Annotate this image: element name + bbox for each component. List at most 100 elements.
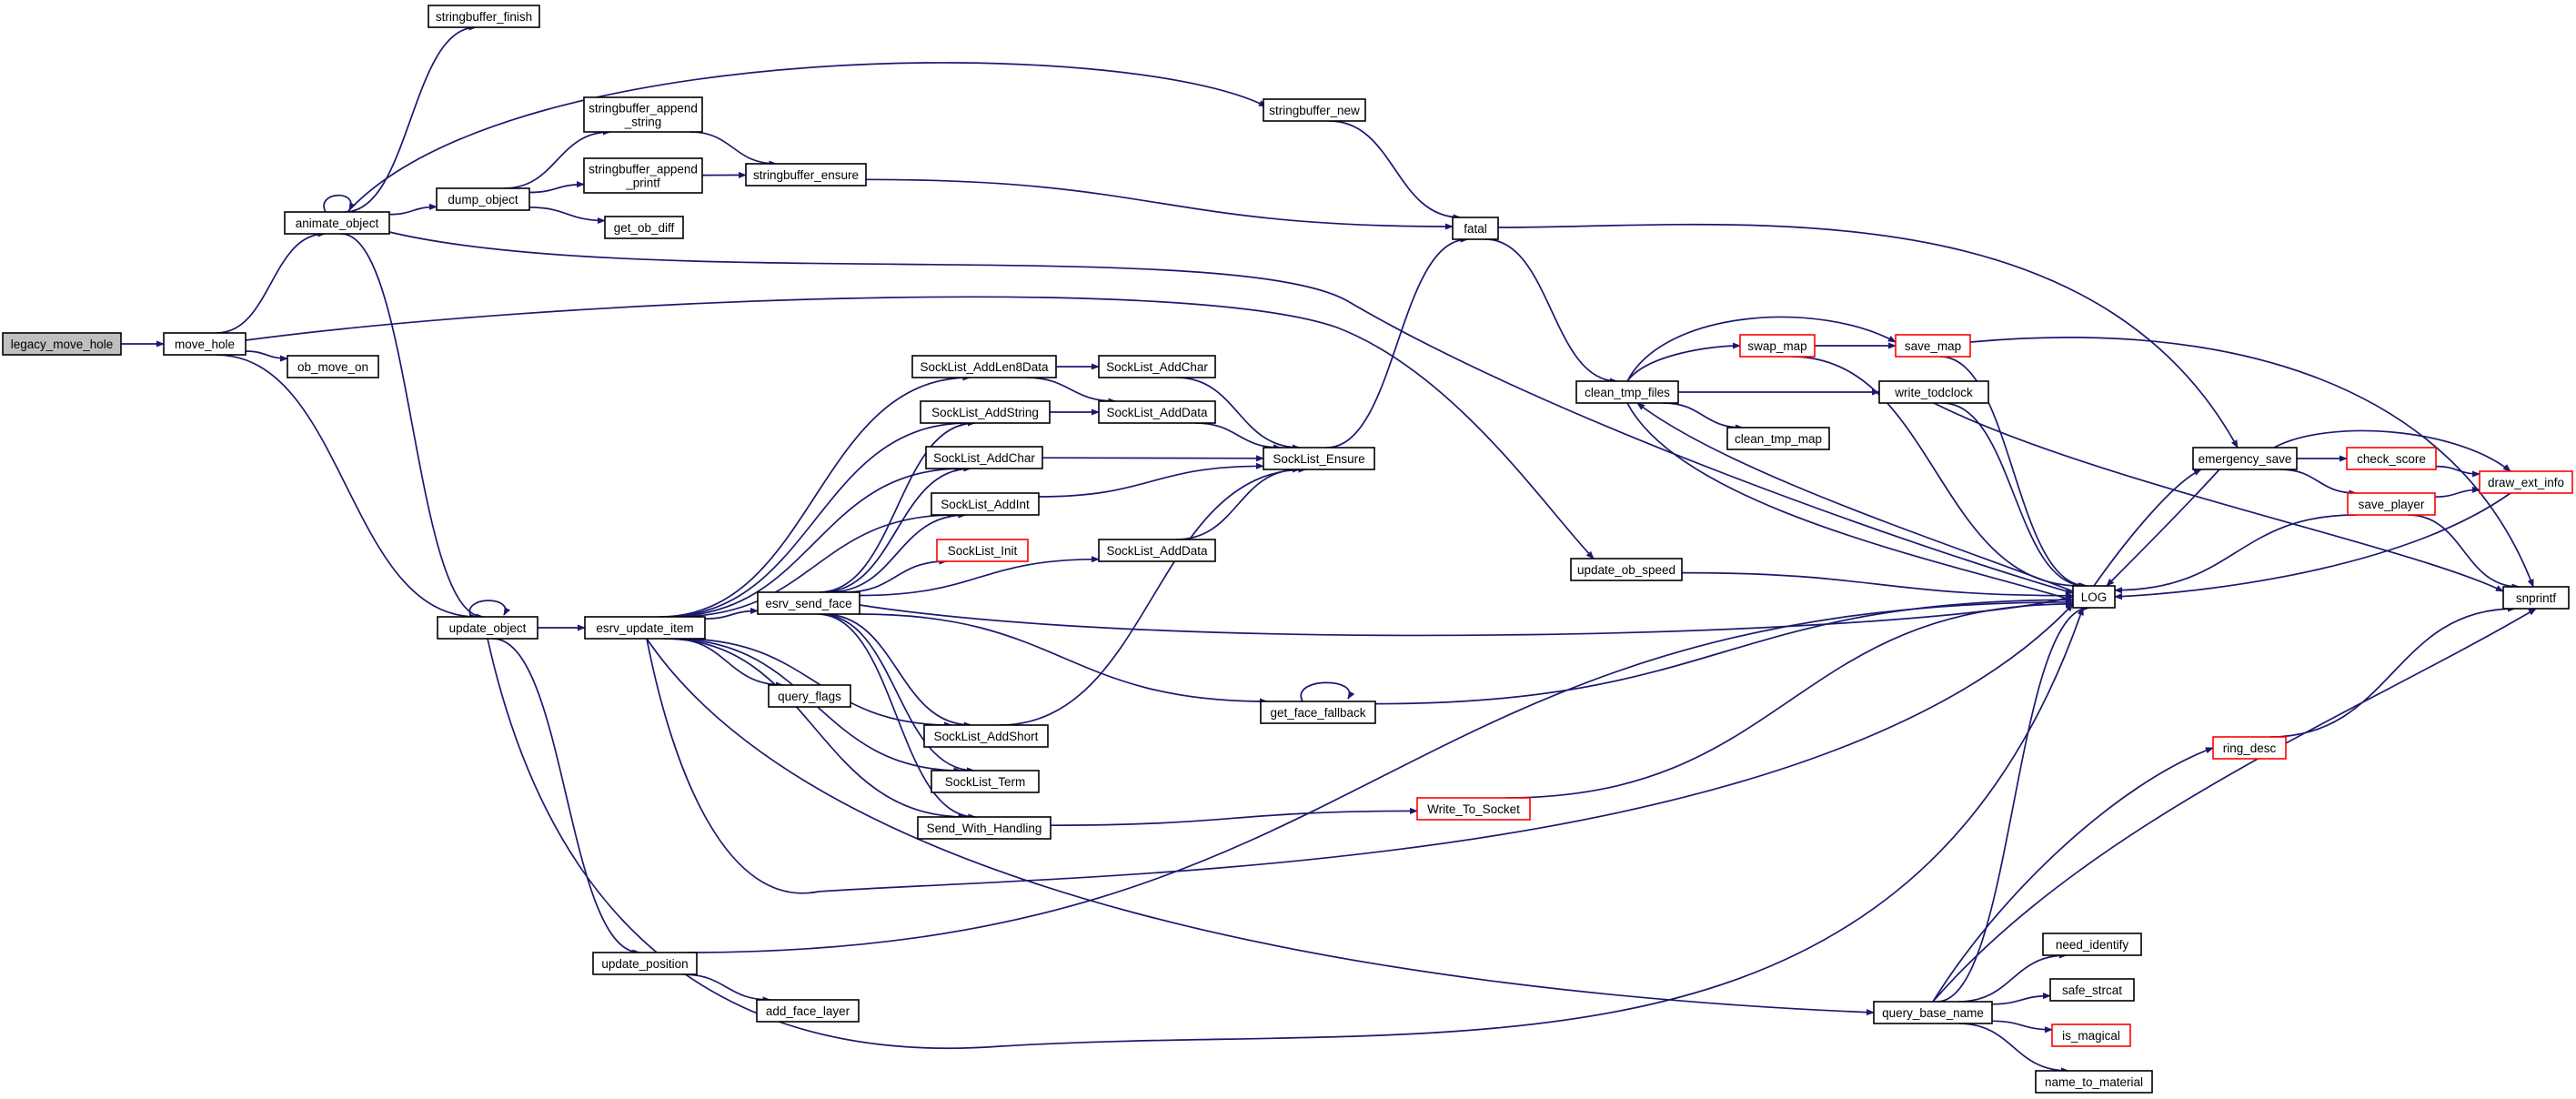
node-ob-move-on[interactable]: ob_move_on	[287, 355, 379, 378]
node-box	[2051, 1023, 2131, 1047]
edge-clean_tmp_files-to-LOG	[1626, 402, 2074, 602]
node-update-object[interactable]: update_object	[437, 616, 538, 640]
edge-line	[659, 374, 971, 618]
edge-line	[215, 354, 478, 620]
node-add-face-layer[interactable]: add_face_layer	[756, 999, 860, 1023]
edge-line	[1932, 608, 2537, 1003]
node-label: _printf	[625, 176, 660, 190]
edge-clean_tmp_files-to-swap_map	[1626, 342, 1741, 382]
edge-line	[1957, 1023, 2069, 1074]
node-esrv-update-item[interactable]: esrv_update_item	[584, 616, 706, 640]
edge-line	[1025, 377, 1117, 405]
node-stringbuffer-finish[interactable]: stringbuffer_finish	[428, 5, 540, 28]
edge-line	[828, 511, 967, 593]
node-socklist-addchar-a[interactable]: SockList_AddChar	[925, 446, 1043, 469]
node-clean-tmp-files[interactable]: clean_tmp_files	[1575, 380, 1679, 404]
edge-save_player-to-snprintf	[2408, 514, 2521, 590]
edge-query_base_name-to-safe_strcat	[1991, 993, 2051, 1005]
edge-line	[844, 558, 948, 593]
node-get-face-fallback[interactable]: get_face_fallback	[1260, 701, 1376, 724]
node-need-identify[interactable]: need_identify	[2042, 933, 2142, 956]
node-send-with-handling[interactable]: Send_With_Handling	[917, 816, 1052, 840]
node-label: SockList_Init	[948, 544, 1018, 558]
node-box	[2035, 1070, 2153, 1094]
edge-save_player-to-LOG	[2114, 514, 2357, 594]
edge-query_base_name-to-need_identify	[1957, 952, 2068, 1003]
node-query-base-name[interactable]: query_base_name	[1873, 1001, 1993, 1024]
node-draw-ext-info[interactable]: draw_ext_info	[2479, 470, 2573, 494]
node-get-ob-diff[interactable]: get_ob_diff	[604, 216, 684, 239]
node-socklist-ensure[interactable]: SockList_Ensure	[1263, 447, 1375, 470]
edge-line	[528, 181, 585, 194]
node-box	[2346, 447, 2437, 470]
node-socklist-adddata-a[interactable]: SockList_AddData	[1098, 400, 1216, 424]
node-layer: legacy_move_hole move_hole animate_objecto…	[2, 5, 2573, 1094]
node-check-score[interactable]: check_score	[2346, 447, 2437, 470]
node-box	[911, 355, 1057, 378]
node-box	[1452, 217, 1499, 240]
node-safe-strcat[interactable]: safe_strcat	[2049, 978, 2135, 1002]
node-ring-desc[interactable]: ring_desc	[2212, 736, 2287, 760]
node-query-flags[interactable]: query_flags	[768, 684, 851, 708]
node-emergency-save[interactable]: emergency_save	[2192, 447, 2298, 470]
edge-line	[859, 613, 1268, 705]
node-socklist-addchar-b[interactable]: SockList_AddChar	[1098, 355, 1216, 378]
edge-line	[1505, 600, 2074, 799]
node-socklist-addstring[interactable]: SockList_AddString	[920, 400, 1051, 424]
edge-animate_object-to-LOG	[388, 231, 2074, 595]
node-label: update_position	[601, 957, 688, 971]
node-socklist-addint[interactable]: SockList_AddInt	[931, 492, 1040, 516]
node-label: need_identify	[2056, 938, 2129, 952]
node-socklist-adddata-b[interactable]: SockList_AddData	[1098, 539, 1216, 562]
edge-line	[682, 973, 771, 1003]
edge-esrv_update_item-to-SockList_AddShort	[679, 638, 953, 729]
node-stringbuffer-new[interactable]: stringbuffer_new	[1263, 98, 1366, 122]
edge-line	[1194, 422, 1282, 451]
edge-SockList_AddChar_a-to-SockList_Ensure	[1041, 455, 1264, 462]
node-socklist-addshort[interactable]: SockList_AddShort	[923, 724, 1049, 748]
node-socklist-init[interactable]: SockList_Init	[936, 539, 1029, 562]
node-write-todclock[interactable]: write_todclock	[1878, 380, 1989, 404]
node-log[interactable]: LOG	[2072, 585, 2116, 609]
node-box	[920, 400, 1051, 424]
node-sb-append-printf[interactable]: stringbuffer_append_printf	[583, 157, 703, 194]
node-save-player[interactable]: save_player	[2347, 492, 2436, 516]
edge-write_todclock-to-snprintf	[1933, 402, 2504, 592]
edge-fatal-to-emergency_save	[1497, 223, 2239, 449]
edge-esrv_send_face-to-LOG	[859, 595, 2074, 637]
node-stringbuffer-ensure[interactable]: stringbuffer_ensure	[745, 163, 867, 187]
node-box	[925, 446, 1043, 469]
node-box	[2042, 933, 2142, 956]
node-esrv-send-face[interactable]: esrv_send_face	[757, 591, 860, 615]
node-legacy-move-hole[interactable]: legacy_move_hole	[2, 332, 122, 356]
node-name-to-material[interactable]: name_to_material	[2035, 1070, 2153, 1094]
node-save-map[interactable]: save_map	[1895, 334, 1971, 358]
edge-line	[503, 128, 611, 189]
node-write-to-socket[interactable]: Write_To_Socket	[1416, 797, 1531, 821]
node-move-hole[interactable]: move_hole	[163, 332, 247, 356]
node-label: name_to_material	[2045, 1075, 2143, 1089]
node-box	[757, 591, 860, 615]
node-is-magical[interactable]: is_magical	[2051, 1023, 2131, 1047]
node-update-ob-speed[interactable]: update_ob_speed	[1570, 558, 1683, 581]
edge-line	[2435, 465, 2480, 478]
node-swap-map[interactable]: swap_map	[1739, 334, 1816, 358]
node-sb-append-string[interactable]: stringbuffer_append_string	[583, 96, 703, 133]
edge-draw_ext_info-to-LOG	[2114, 492, 2511, 600]
edge-line	[1681, 571, 2074, 600]
node-snprintf[interactable]: snprintf	[2502, 586, 2570, 610]
node-animate-object[interactable]: animate_object	[284, 211, 390, 235]
node-update-position[interactable]: update_position	[592, 952, 698, 975]
node-clean-tmp-map[interactable]: clean_tmp_map	[1726, 427, 1830, 450]
node-label: esrv_update_item	[596, 621, 693, 635]
node-dump-object[interactable]: dump_object	[436, 187, 530, 211]
edge-line	[1636, 402, 2074, 592]
node-fatal[interactable]: fatal	[1452, 217, 1499, 240]
node-box	[1873, 1001, 1993, 1024]
node-socklist-term[interactable]: SockList_Term	[931, 770, 1040, 793]
node-socklist-addlen8data[interactable]: SockList_AddLen8Data	[911, 355, 1057, 378]
edge-animate_object-to-stringbuffer_finish	[344, 24, 478, 213]
node-box	[1098, 355, 1216, 378]
node-label: fatal	[1464, 222, 1487, 236]
